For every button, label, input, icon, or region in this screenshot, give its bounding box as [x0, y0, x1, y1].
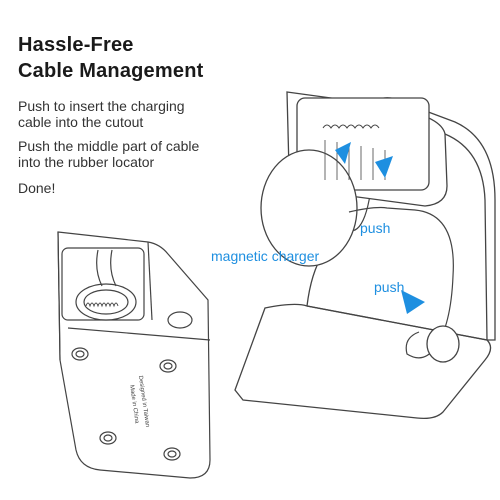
title-line-2: Cable Management	[18, 60, 204, 82]
stand-base-text-2: Made in China	[128, 385, 139, 425]
title-line-1: Hassle-Free	[18, 34, 134, 56]
small-stand-drawing: Designed in Taiwan Made in China	[57, 231, 211, 479]
step-1-line-1: Push to insert the charging	[18, 98, 185, 114]
arrow-push-icon	[401, 290, 425, 314]
step-2-line-2: into the rubber locator	[18, 154, 155, 170]
push-label-lower: push	[374, 279, 405, 295]
step-3: Done!	[18, 180, 56, 196]
push-label-upper: push	[360, 220, 391, 236]
step-1-line-2: cable into the cutout	[18, 114, 144, 130]
magnetic-charger-label: magnetic charger	[211, 248, 320, 264]
arrow-insert-2-icon	[375, 156, 393, 178]
arrow-insert-1-icon	[335, 142, 351, 164]
large-stand-drawing	[234, 91, 496, 420]
step-2-line-1: Push the middle part of cable	[18, 138, 200, 154]
